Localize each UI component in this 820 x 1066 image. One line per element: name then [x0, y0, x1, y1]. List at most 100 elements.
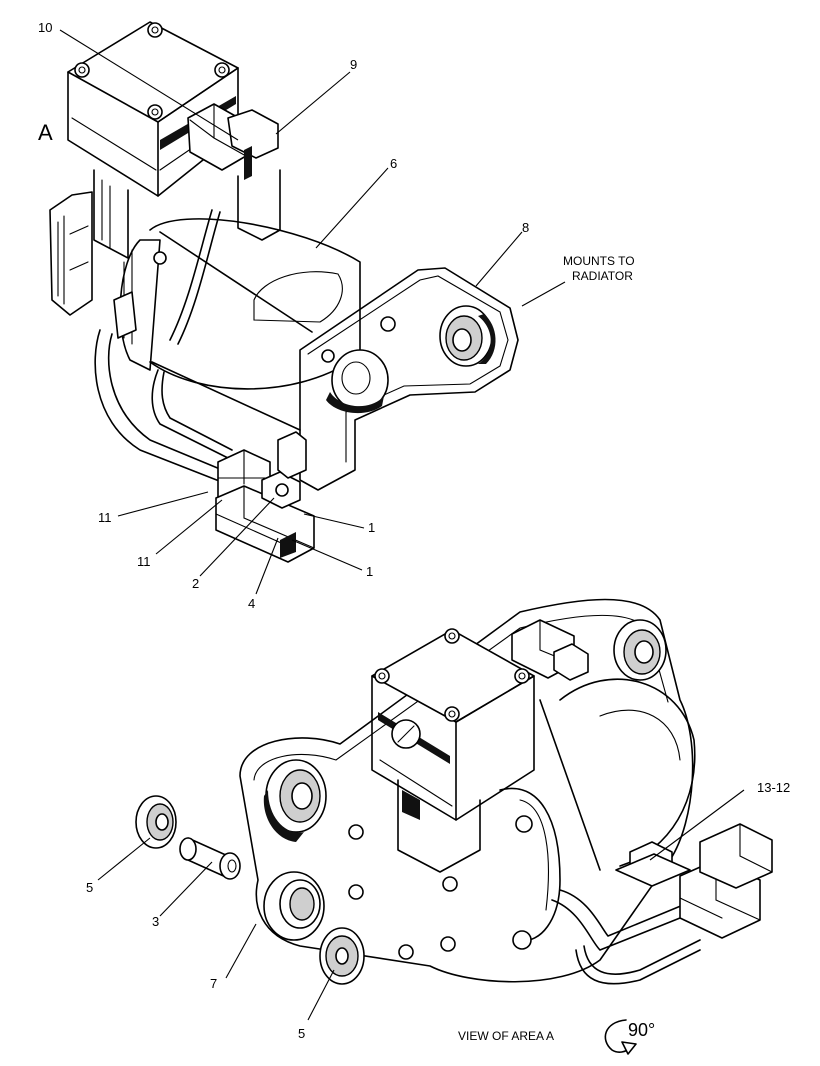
mounting-bracket	[299, 267, 519, 491]
lower-assembly	[97, 598, 773, 1021]
lower-neck-shadow	[402, 790, 420, 820]
valve-port-slot	[397, 725, 415, 743]
callout-1-b: 1	[366, 564, 373, 579]
plate-nut	[398, 944, 414, 960]
hose-second	[151, 369, 233, 461]
hose-clip	[113, 291, 137, 339]
leader-6	[315, 167, 389, 249]
plate-nut	[348, 824, 364, 840]
leader-4	[255, 537, 279, 595]
lower-cover-bolt	[444, 706, 460, 722]
rotate-arrow-icon	[604, 1019, 637, 1055]
lower-clamp-top-detail	[739, 823, 773, 873]
leader-mounts	[521, 281, 566, 307]
clamp-spacer	[277, 431, 307, 479]
lower-valve-seam-line	[379, 759, 453, 807]
lower-fitting-nut	[553, 643, 589, 681]
callout-9: 9	[350, 57, 357, 72]
callout-11-a: 11	[98, 510, 112, 525]
lower-clamp-washer	[615, 853, 691, 887]
rotation-label: 90°	[628, 1020, 655, 1040]
mounts-note-line2: RADIATOR	[572, 269, 633, 283]
hose-top	[169, 209, 213, 341]
clamp-bolt	[275, 483, 289, 497]
callout-11-b: 11	[137, 554, 151, 569]
leader-7	[225, 923, 257, 979]
callout-2: 2	[192, 576, 199, 591]
end-cap-bolt	[153, 251, 167, 265]
lower-hose-inner	[559, 889, 701, 937]
lower-valve-neck	[397, 779, 481, 873]
hose-inner	[107, 333, 233, 475]
fitting-detail	[189, 103, 247, 157]
motor-body	[149, 218, 361, 390]
view-caption: VIEW OF AREA A	[458, 1029, 554, 1043]
washer-7	[263, 871, 325, 941]
lower-hose-second	[575, 949, 701, 985]
callout-5-b: 5	[298, 1026, 305, 1041]
callout-8: 8	[522, 220, 529, 235]
lower-cover-bolt	[444, 628, 460, 644]
lower-end-cap-bolt	[515, 815, 533, 833]
leader-13-12	[649, 789, 745, 861]
lower-motor-body	[559, 678, 696, 867]
leader-11a	[117, 491, 209, 517]
mount-5-left	[135, 795, 177, 849]
plate-nut	[440, 936, 456, 952]
leader-1b	[291, 539, 363, 571]
hose-second-inner	[161, 371, 233, 451]
cover-bolt	[74, 62, 90, 78]
lower-valve-front	[371, 675, 457, 821]
pipe-clamp	[227, 109, 279, 159]
bracket-boss	[326, 349, 389, 414]
lower-motor-edge	[539, 699, 601, 871]
callout-3: 3	[152, 914, 159, 929]
bracket-nut	[321, 349, 335, 363]
cover-bolt	[147, 22, 163, 38]
clamp-shadow	[244, 146, 252, 180]
lower-motor-highlight	[599, 709, 681, 761]
lower-end-cap-rib	[519, 799, 549, 911]
leader-2	[199, 497, 275, 577]
neck-detail	[101, 179, 111, 249]
valve-front-face	[67, 71, 159, 197]
spacer-3	[179, 837, 241, 880]
lower-end-cap	[499, 787, 561, 942]
lower-hose-outer	[551, 899, 701, 951]
lower-valve-side	[455, 675, 535, 821]
lower-end-cap-bolt	[512, 930, 532, 950]
motor-top-line	[159, 231, 313, 333]
motor-bottom-line	[151, 361, 301, 431]
hose-outer	[94, 329, 233, 487]
view-letter: A	[38, 120, 53, 145]
cover-bolt	[214, 62, 230, 78]
lower-cover-bolt	[374, 668, 390, 684]
valve-neck	[93, 169, 129, 259]
leader-3	[159, 861, 213, 917]
leader-1a	[303, 513, 365, 529]
mount-5-bottom	[319, 927, 365, 985]
callout-4: 4	[248, 596, 255, 611]
clamp-body	[237, 169, 281, 241]
mounts-note-line1: MOUNTS TO	[563, 254, 635, 268]
hose-top-inner	[177, 211, 221, 345]
housing-detail	[57, 215, 89, 305]
leader-9	[275, 71, 351, 135]
callout-10: 10	[38, 20, 52, 35]
callout-13-12: 13-12	[757, 780, 790, 795]
lower-rubber-mount	[263, 759, 327, 842]
plate-nut	[348, 884, 364, 900]
upper-right-rubber-mount	[613, 619, 667, 681]
plate-inner-edge	[253, 614, 669, 781]
leader-5b	[307, 969, 335, 1021]
callout-1-a: 1	[368, 520, 375, 535]
clamp-upper-detail	[217, 449, 271, 485]
bracket-nut	[380, 316, 396, 332]
plate-nut	[442, 876, 458, 892]
upper-assembly	[49, 21, 566, 595]
callout-5-a: 5	[86, 880, 93, 895]
leader-11b	[155, 499, 223, 555]
rubber-mount	[439, 305, 496, 367]
